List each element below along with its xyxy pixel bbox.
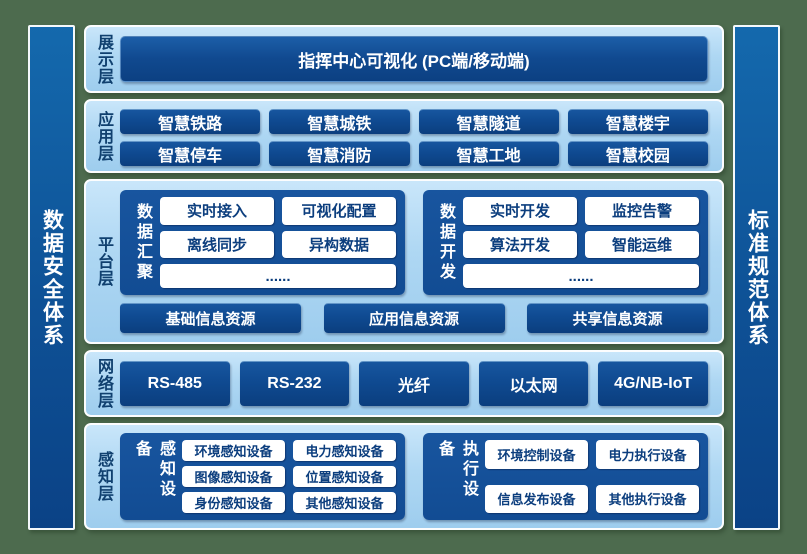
network-box-rs485: RS-485	[120, 361, 230, 406]
pillar-standards-label: 标准规范体系	[745, 208, 769, 347]
layer-label-application: 应用层	[95, 110, 112, 162]
resource-basic-info: 基础信息资源	[120, 303, 301, 333]
platform-layer-content: 数据汇聚 实时接入 可视化配置 离线同步 异构数据 ...... 数据开发 实时…	[120, 181, 722, 342]
layer-label-platform: 平台层	[95, 236, 112, 287]
group-data-aggregation-label: 数据汇聚	[134, 202, 151, 283]
platform-box-realtime-access: 实时接入	[160, 197, 274, 225]
platform-groups: 数据汇聚 实时接入 可视化配置 离线同步 异构数据 ...... 数据开发 实时…	[120, 190, 708, 295]
app-box-smart-parking: 智慧停车	[120, 141, 261, 166]
app-box-smart-building: 智慧楼宇	[567, 109, 708, 134]
network-box-rs232: RS-232	[239, 361, 350, 406]
network-box-fiber: 光纤	[359, 361, 469, 406]
group-sensing-devices-label: 感知设备	[133, 440, 174, 500]
layer-panel-perception: 感知层 感知设备 环境感知设备 电力感知设备 图像感知设备 位置感知设备 身份感…	[84, 423, 724, 530]
pillar-data-security: 数据安全体系	[28, 25, 75, 530]
group-data-aggregation-grid: 实时接入 可视化配置 离线同步 异构数据 ......	[160, 197, 396, 288]
display-layer-content: 指挥中心可视化 (PC端/移动端)	[120, 27, 722, 91]
app-box-smart-campus: 智慧校园	[567, 141, 708, 166]
layer-panel-display: 展示层 指挥中心可视化 (PC端/移动端)	[84, 25, 724, 93]
network-box-ethernet: 以太网	[478, 361, 589, 406]
actuator-box-info-publishing: 信息发布设备	[485, 484, 588, 513]
group-actuator-devices-grid: 环境控制设备 电力执行设备 信息发布设备 其他执行设备	[485, 440, 699, 513]
platform-box-more-development: ......	[463, 264, 699, 288]
app-box-smart-firefighting: 智慧消防	[269, 141, 410, 166]
group-data-development-grid: 实时开发 监控告警 算法开发 智能运维 ......	[463, 197, 699, 288]
sensing-box-image: 图像感知设备	[182, 466, 285, 487]
actuator-box-other-execution: 其他执行设备	[596, 484, 699, 513]
sensing-box-location: 位置感知设备	[293, 466, 396, 487]
sensing-box-other: 其他感知设备	[293, 492, 396, 513]
group-sensing-devices: 感知设备 环境感知设备 电力感知设备 图像感知设备 位置感知设备 身份感知设备 …	[120, 433, 405, 520]
platform-box-intelligent-ops: 智能运维	[585, 230, 699, 259]
platform-box-heterogeneous-data: 异构数据	[282, 230, 396, 259]
group-data-development-label: 数据开发	[437, 202, 454, 283]
app-box-smart-tunnel: 智慧隧道	[418, 109, 559, 134]
group-sensing-devices-grid: 环境感知设备 电力感知设备 图像感知设备 位置感知设备 身份感知设备 其他感知设…	[182, 440, 396, 513]
resource-shared-info: 共享信息资源	[527, 303, 708, 333]
perception-layer-content: 感知设备 环境感知设备 电力感知设备 图像感知设备 位置感知设备 身份感知设备 …	[120, 425, 722, 528]
sensing-box-environment: 环境感知设备	[182, 440, 285, 461]
layer-panel-application: 应用层 智慧铁路 智慧城铁 智慧隧道 智慧楼宇 智慧停车 智慧消防 智慧工地 智…	[84, 99, 724, 173]
group-actuator-devices-label: 执行设备	[436, 440, 477, 500]
platform-box-realtime-dev: 实时开发	[463, 197, 577, 225]
platform-box-algorithm-dev: 算法开发	[463, 230, 577, 259]
platform-box-offline-sync: 离线同步	[160, 230, 274, 259]
layer-label-display: 展示层	[95, 33, 112, 85]
group-data-development: 数据开发 实时开发 监控告警 算法开发 智能运维 ......	[423, 190, 708, 295]
resource-application-info: 应用信息资源	[323, 303, 505, 333]
layer-panel-platform: 平台层 数据汇聚 实时接入 可视化配置 离线同步 异构数据 ...... 数据开…	[84, 179, 724, 344]
layer-panel-network: 网络层 RS-485 RS-232 光纤 以太网 4G/NB-IoT	[84, 350, 724, 417]
sensing-box-identity: 身份感知设备	[182, 492, 285, 513]
platform-box-visual-config: 可视化配置	[282, 197, 396, 225]
platform-box-more-aggregation: ......	[160, 264, 396, 288]
pillar-standards: 标准规范体系	[733, 25, 780, 530]
app-box-smart-worksite: 智慧工地	[418, 141, 559, 166]
platform-resources: 基础信息资源 应用信息资源 共享信息资源	[120, 303, 708, 333]
group-data-aggregation: 数据汇聚 实时接入 可视化配置 离线同步 异构数据 ......	[120, 190, 405, 295]
pillar-data-security-label: 数据安全体系	[40, 208, 64, 347]
actuator-box-environment-control: 环境控制设备	[485, 440, 588, 469]
layer-label-network: 网络层	[95, 358, 112, 409]
group-actuator-devices: 执行设备 环境控制设备 电力执行设备 信息发布设备 其他执行设备	[423, 433, 708, 520]
layer-label-perception: 感知层	[95, 451, 112, 502]
actuator-box-power-execution: 电力执行设备	[596, 440, 699, 469]
sensing-box-power: 电力感知设备	[293, 440, 396, 461]
command-center-visualization-box: 指挥中心可视化 (PC端/移动端)	[120, 36, 708, 82]
app-box-smart-metro: 智慧城铁	[269, 109, 410, 134]
application-layer-content: 智慧铁路 智慧城铁 智慧隧道 智慧楼宇 智慧停车 智慧消防 智慧工地 智慧校园	[120, 101, 722, 171]
app-box-smart-railway: 智慧铁路	[120, 109, 261, 134]
network-box-4g-nbiot: 4G/NB-IoT	[598, 361, 708, 406]
network-layer-content: RS-485 RS-232 光纤 以太网 4G/NB-IoT	[120, 352, 722, 415]
platform-box-monitor-alert: 监控告警	[585, 197, 699, 225]
